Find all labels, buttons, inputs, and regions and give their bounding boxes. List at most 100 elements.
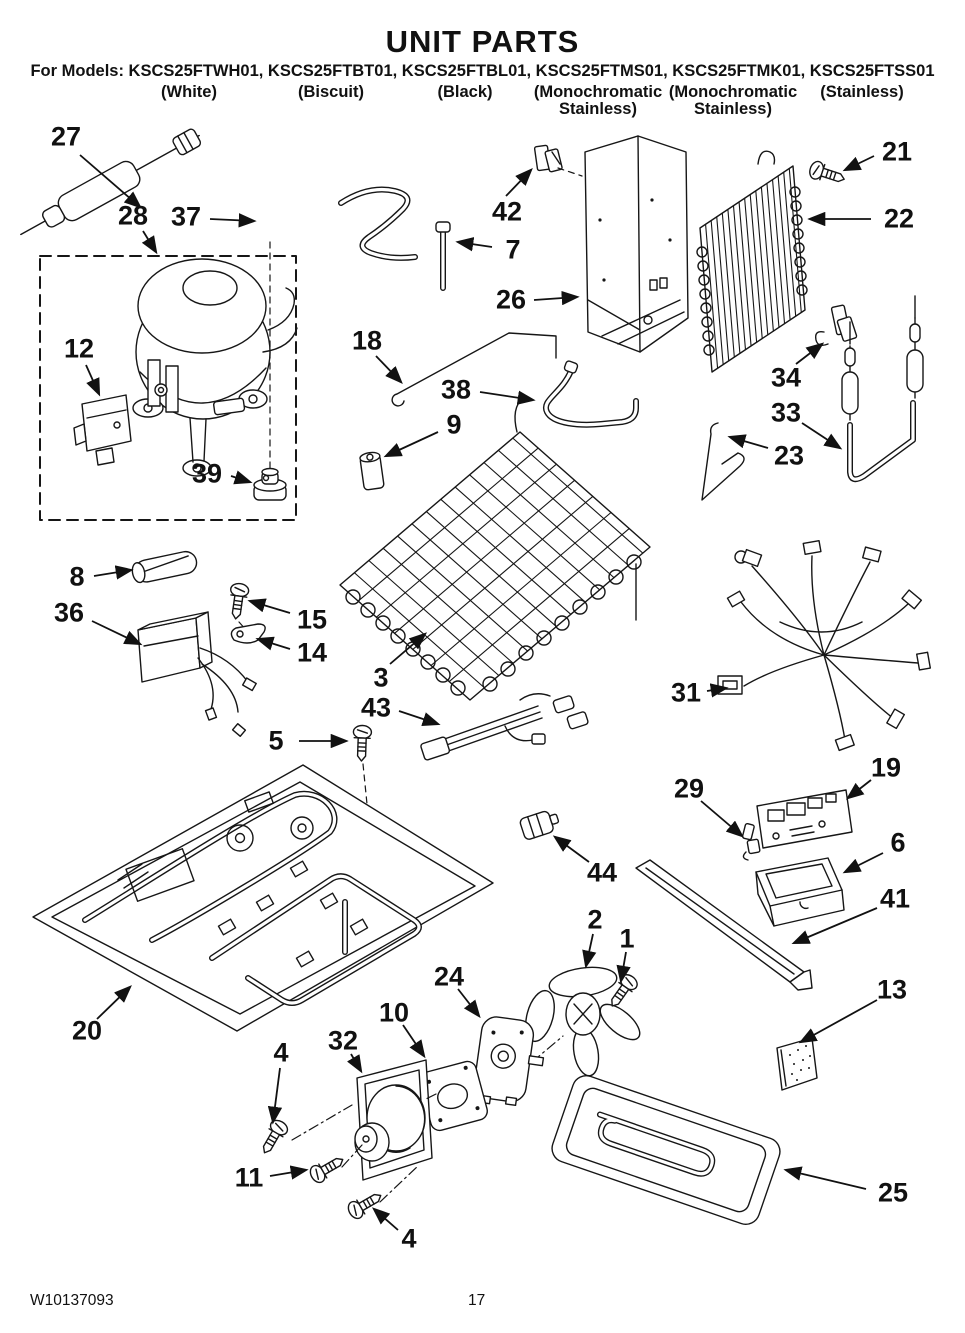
finish-stainless: (Stainless) — [820, 83, 904, 101]
callout-10: 10 — [378, 997, 410, 1028]
callout-11: 11 — [234, 1162, 264, 1193]
finish-white: (White) — [161, 83, 217, 101]
leader-arrow-10 — [402, 1024, 426, 1059]
callout-26: 26 — [495, 284, 527, 315]
leader-arrow-13 — [798, 999, 878, 1044]
callout-25: 25 — [877, 1177, 909, 1208]
callout-19: 19 — [870, 752, 902, 783]
document-number: W10137093 — [30, 1292, 114, 1309]
leader-arrow-24 — [457, 988, 481, 1019]
leader-arrow-19 — [845, 779, 872, 800]
callout-28: 28 — [117, 200, 149, 231]
leader-arrow-2 — [582, 933, 597, 969]
models-line: For Models: KSCS25FTWH01, KSCS25FTBT01, … — [30, 62, 935, 80]
leader-arrow-3 — [389, 632, 428, 665]
leader-arrow-20 — [96, 985, 132, 1020]
control-board-illustration — [756, 789, 853, 849]
leader-arrow-8 — [93, 565, 134, 580]
base-plate-illustration — [32, 764, 494, 1032]
callout-34: 34 — [770, 362, 802, 393]
drain-pan-illustration — [551, 1075, 781, 1225]
finish-mono-stainless-2: (Monochromatic Stainless) — [668, 83, 798, 118]
callout-42: 42 — [491, 196, 523, 227]
wire-18-illustration — [391, 332, 557, 407]
callout-15: 15 — [296, 604, 328, 635]
leader-arrow-1 — [616, 951, 631, 984]
callout-44: 44 — [586, 857, 618, 888]
leader-arrow-12 — [85, 364, 101, 397]
leader-arrow-23 — [727, 434, 769, 449]
leader-arrow-36 — [91, 620, 143, 646]
leader-arrow-32 — [347, 1053, 363, 1074]
callout-37: 37 — [170, 201, 202, 232]
leader-arrow-18 — [375, 355, 403, 384]
leader-arrow-26 — [533, 290, 580, 306]
callout-22: 22 — [883, 203, 915, 234]
callout-8: 8 — [69, 561, 85, 592]
leader-arrow-4 — [371, 1207, 399, 1231]
leader-arrow-25 — [783, 1166, 867, 1190]
condenser-illustration — [697, 151, 807, 372]
leader-arrow-9 — [383, 431, 439, 458]
tube-38-illustration — [542, 360, 639, 428]
callout-32: 32 — [327, 1025, 359, 1056]
evaporator-illustration — [340, 398, 650, 700]
leader-arrow-31 — [706, 683, 729, 698]
heater-tube-illustration — [131, 550, 198, 584]
rear-panel-illustration — [584, 135, 689, 353]
compressor-kit-box — [39, 255, 297, 521]
callout-31: 31 — [670, 677, 702, 708]
leader-arrow-14 — [255, 636, 291, 651]
finish-black: (Black) — [437, 83, 493, 101]
callout-3: 3 — [373, 662, 389, 693]
callout-13: 13 — [876, 974, 908, 1005]
leader-arrow-6 — [842, 852, 884, 874]
heat-exchanger-tubes-illustration — [841, 295, 924, 483]
callout-24: 24 — [433, 961, 465, 992]
compressor-illustration — [132, 258, 298, 477]
page-title: UNIT PARTS — [385, 24, 580, 59]
leader-arrow-27 — [79, 154, 143, 209]
leader-arrow-4 — [267, 1067, 283, 1125]
callout-29: 29 — [673, 773, 705, 804]
callout-43: 43 — [360, 692, 392, 723]
transformer-illustration — [137, 611, 257, 737]
callout-27: 27 — [50, 121, 82, 152]
leader-arrow-21 — [842, 155, 875, 172]
leader-arrow-41 — [791, 907, 878, 945]
tube-7-illustration — [338, 186, 451, 291]
rail-illustration — [635, 859, 813, 991]
leader-arrow-28 — [141, 230, 158, 255]
callout-23: 23 — [773, 440, 805, 471]
leader-arrow-42 — [505, 168, 533, 197]
callout-20: 20 — [71, 1015, 103, 1046]
leader-arrow-29 — [700, 800, 745, 838]
relay-illustration — [73, 394, 132, 466]
callout-4: 4 — [401, 1223, 417, 1254]
callout-39: 39 — [191, 458, 223, 489]
defrost-harness-illustration — [420, 693, 589, 761]
bracket-29-illustration — [741, 822, 761, 861]
callout-2: 2 — [587, 904, 603, 935]
callout-6: 6 — [890, 827, 906, 858]
finish-mono-stainless-1: (Monochromatic Stainless) — [533, 83, 663, 118]
fan-shroud-illustration — [291, 1059, 437, 1203]
callout-33: 33 — [770, 397, 802, 428]
leader-arrow-43 — [398, 710, 441, 726]
callout-9: 9 — [446, 409, 462, 440]
finish-biscuit: (Biscuit) — [298, 83, 364, 101]
callout-21: 21 — [881, 136, 913, 167]
leader-arrow-38 — [479, 390, 536, 405]
leader-arrow-44 — [552, 835, 590, 863]
leader-arrow-15 — [247, 598, 291, 614]
callout-4: 4 — [273, 1037, 289, 1068]
clip-42-illustration — [533, 144, 583, 177]
callout-14: 14 — [296, 637, 328, 668]
board-cover-illustration — [755, 857, 845, 927]
callout-18: 18 — [351, 325, 383, 356]
callout-12: 12 — [63, 333, 95, 364]
leader-arrow-11 — [269, 1165, 309, 1180]
drier-assembly-illustration — [20, 128, 202, 236]
